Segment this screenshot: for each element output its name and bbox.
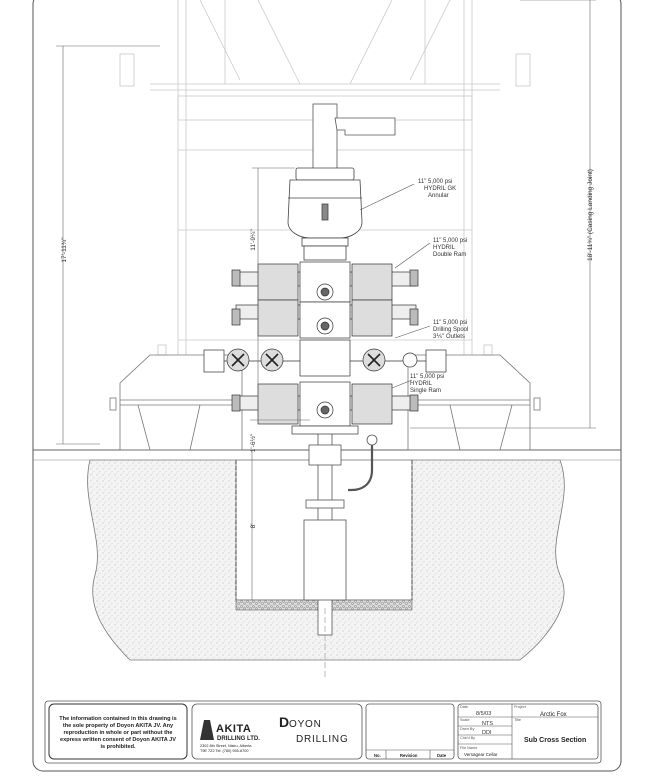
svg-text:DRILLING: DRILLING (296, 734, 349, 745)
single-ram-preventer (231, 381, 419, 435)
svg-text:The information contained in t: The information contained in this drawin… (59, 716, 176, 722)
svg-text:11" 5,000 psi: 11" 5,000 psi (410, 374, 444, 380)
fill-line-elbow (334, 117, 396, 136)
akita-logo: AKITA DRILLING LTD. 2302 8th Street, Nis… (200, 720, 260, 753)
svg-text:is prohibited.: is prohibited. (100, 744, 136, 750)
svg-text:Drilling Spool: Drilling Spool (433, 327, 468, 333)
revision-col-revision: Revision (400, 753, 418, 758)
drawing-title: Sub Cross Section (524, 737, 586, 744)
svg-text:3⅕" Outlets: 3⅕" Outlets (433, 334, 465, 340)
soil-section (87, 459, 565, 661)
drawn-by-label: Drwn By (460, 727, 474, 731)
svg-text:DRILLING LTD.: DRILLING LTD. (217, 736, 260, 742)
left-cellar-frame (109, 354, 243, 451)
date-label: Date (460, 705, 468, 709)
doyon-initial: D (279, 714, 289, 730)
date-value: 8/5/03 (476, 711, 491, 717)
svg-text:2302 8th Street, Nisku, Albert: 2302 8th Street, Nisku, Alberta (200, 744, 252, 748)
title-block: The information contained in this drawin… (44, 700, 602, 764)
label-single-ram: 11" 5,000 psi HYDRIL Single Ram (410, 374, 444, 394)
double-ram-preventer (231, 261, 419, 339)
revision-col-no: No. (374, 753, 381, 758)
annular-preventer (287, 167, 363, 261)
svg-text:HYDRIL: HYDRIL (410, 381, 433, 387)
svg-text:T9E 7Z2 Tel: (780) 955-6700: T9E 7Z2 Tel: (780) 955-6700 (200, 749, 248, 753)
svg-text:express written consent of Doy: express written consent of Doyon AKITA J… (60, 737, 176, 743)
drawn-by-value: DDI (482, 730, 492, 736)
svg-text:OYON: OYON (289, 719, 322, 730)
disclaimer-box (48, 703, 188, 760)
dimension-left-total: 17'-11¾" (61, 237, 68, 263)
wellhead-casing (303, 103, 347, 680)
sheet-border (32, 0, 622, 772)
svg-text:HYDRIL GK: HYDRIL GK (424, 186, 456, 192)
revision-col-date: Date (437, 753, 447, 758)
svg-text:11" 5,000 psi: 11" 5,000 psi (433, 320, 467, 326)
doyon-logo: D OYON DRILLING (279, 714, 349, 745)
leader-lines (359, 183, 431, 389)
revision-box (365, 703, 455, 760)
checked-by-label: Chk'd By (460, 736, 475, 740)
svg-text:11" 5,000 psi: 11" 5,000 psi (433, 238, 467, 244)
dimension-stack-height: 11'-9¼" (250, 229, 257, 251)
svg-text:the sole property of Doyon AKI: the sole property of Doyon AKITA JV. Any (63, 723, 174, 729)
dimension-lower: 1'-6½" (249, 433, 257, 452)
scale-label: Scale (460, 718, 470, 722)
dimension-lines (56, 0, 596, 600)
label-drilling-spool: 11" 5,000 psi Drilling Spool 3⅕" Outlets (433, 320, 468, 340)
svg-text:Annular: Annular (428, 193, 449, 199)
svg-text:HYDRIL: HYDRIL (433, 245, 456, 251)
scale-value: NTS (482, 721, 493, 727)
project-label: Project (514, 705, 527, 709)
hydraulic-line (348, 440, 374, 492)
svg-text:Double Ram: Double Ram (433, 252, 466, 258)
svg-text:AKITA: AKITA (216, 723, 251, 735)
svg-text:Single Ram: Single Ram (410, 388, 441, 394)
dimension-cellar-depth: 8' (250, 524, 257, 529)
logos-box (191, 703, 363, 760)
file-name-label: File Name (460, 746, 477, 750)
svg-text:reproduction in whole or part: reproduction in whole or part without th… (63, 730, 172, 736)
label-annular: 11" 5,000 psi HYDRIL GK Annular (418, 179, 456, 199)
label-double-ram: 11" 5,000 psi HYDRIL Double Ram (433, 238, 467, 258)
svg-text:11" 5,000 psi: 11" 5,000 psi (418, 179, 452, 185)
title-label: Title (514, 718, 521, 722)
disclaimer-text: The information contained in this drawin… (59, 716, 176, 750)
akita-emblem-icon (200, 720, 214, 740)
info-box (457, 703, 599, 760)
project-value: Arctic Fox (540, 712, 567, 718)
drilling-spool (203, 339, 447, 377)
dimension-right-total: 18'-11¾" (Casing Landing Joint) (587, 169, 594, 261)
file-name-value: Versagear Cellar (464, 752, 498, 757)
